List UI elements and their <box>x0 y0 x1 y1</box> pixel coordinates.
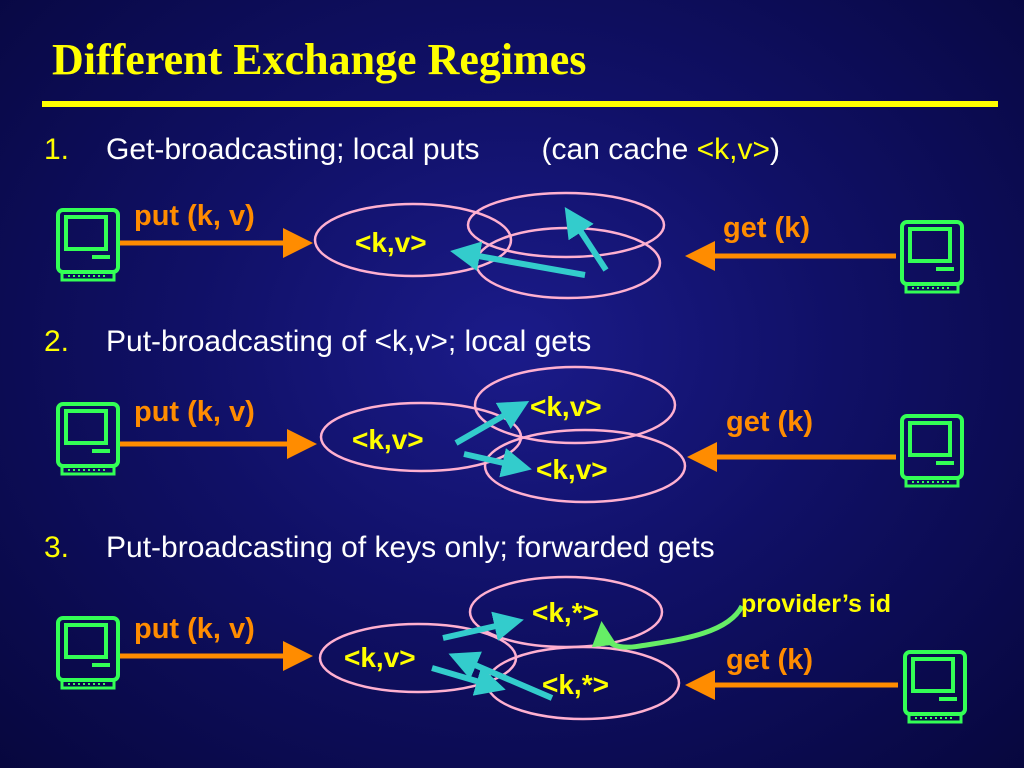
node-lower <box>483 428 687 504</box>
get-label: get (k) <box>726 406 813 438</box>
local-node-label: <k,v> <box>355 227 427 258</box>
diagram-3: put (k, v) get (k) <k,v> <k,*> <k,*> pro… <box>56 575 967 724</box>
put-label: put (k, v) <box>134 396 255 428</box>
item-2: 2. Put-broadcasting of <k,v>; local gets <box>44 327 591 357</box>
computer-icon <box>56 616 120 690</box>
broadcast-arrow-upper <box>454 401 530 446</box>
local-node-label: <k,v> <box>352 424 424 455</box>
provider-id-arrow <box>591 604 745 650</box>
put-label: put (k, v) <box>134 613 255 645</box>
item-1: 1. Get-broadcasting; local puts (can cache… <box>44 135 780 165</box>
provider-id-label: provider’s id <box>741 590 891 618</box>
item-3-number: 3. <box>44 531 70 564</box>
item-1-note: (can cache <k,v>) <box>542 133 780 166</box>
item-1-note-suffix: ) <box>770 133 781 166</box>
broadcast-arrow-upper <box>442 611 524 641</box>
computer-icon <box>900 414 964 488</box>
item-1-note-kv: <k,v> <box>696 133 771 166</box>
broadcast-arrow <box>564 206 609 272</box>
item-1-text: Get-broadcasting; local puts <box>106 133 480 166</box>
computer-icon <box>56 402 120 476</box>
node-upper <box>473 365 677 445</box>
item-3: 3. Put-broadcasting of keys only; forward… <box>44 533 715 563</box>
computer-icon <box>56 208 120 282</box>
local-node-label: <k,v> <box>344 642 416 673</box>
node-local <box>313 202 513 278</box>
lower-node-label: <k,v> <box>536 454 608 485</box>
put-label: put (k, v) <box>134 200 255 232</box>
computer-icon <box>903 650 967 724</box>
item-2-number: 2. <box>44 325 70 358</box>
computer-icon <box>900 220 964 294</box>
forwarded-get-arrow <box>448 651 554 701</box>
get-label: get (k) <box>726 644 813 676</box>
upper-node-label: <k,v> <box>530 391 602 422</box>
title-underline <box>42 101 998 107</box>
upper-node-label: <k,*> <box>532 597 599 628</box>
lower-node-label: <k,*> <box>542 669 609 700</box>
node-local <box>319 401 523 473</box>
item-2-text: Put-broadcasting of <k,v>; local gets <box>106 325 592 358</box>
diagram-2: put (k, v) get (k) <k,v> <k,v> <k,v> <box>56 365 964 504</box>
diagram-1: put (k, v) get (k) <k,v> <box>56 191 964 300</box>
node-local <box>318 622 518 694</box>
item-1-number: 1. <box>44 133 70 166</box>
item-1-note-prefix: (can cache <box>541 133 697 166</box>
broadcast-arrow-lower <box>463 448 532 478</box>
slide-title: Different Exchange Regimes <box>52 35 587 84</box>
node-upper <box>466 191 666 259</box>
get-label: get (k) <box>723 212 810 244</box>
item-3-text: Put-broadcasting of keys only; forwarded… <box>106 531 715 564</box>
reply-arrow <box>450 241 586 278</box>
